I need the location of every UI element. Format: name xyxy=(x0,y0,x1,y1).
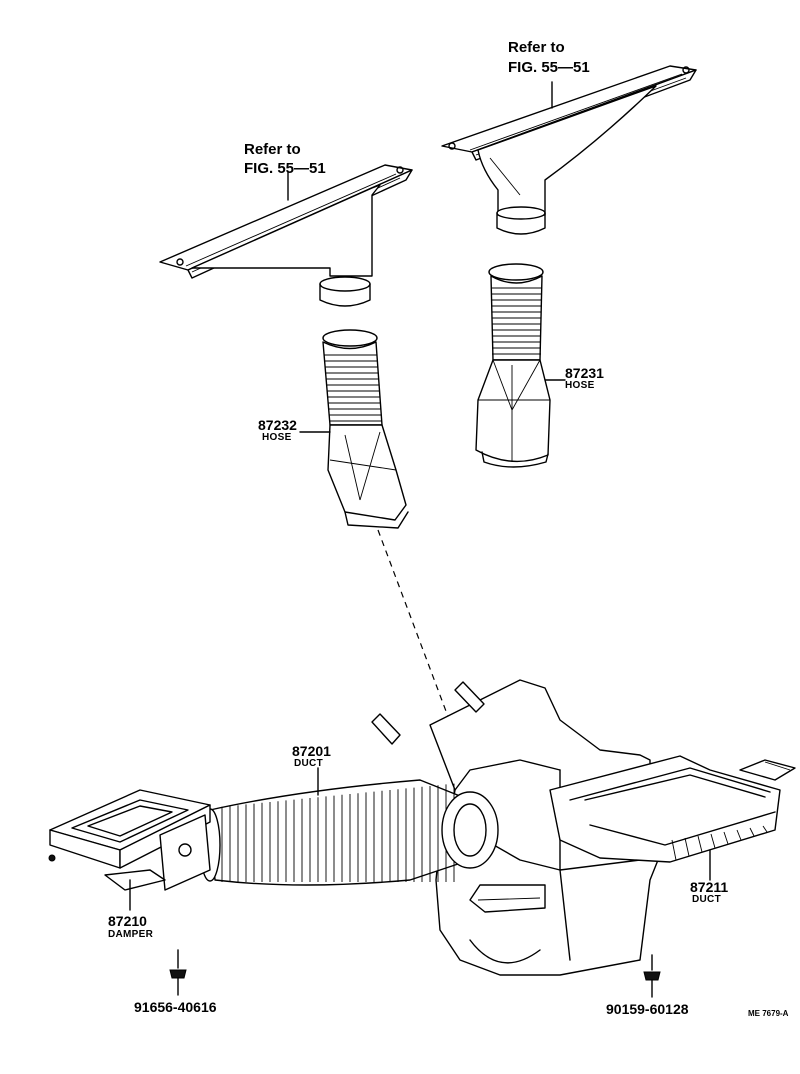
duct-vent-slot xyxy=(749,827,755,837)
damper-87210 xyxy=(48,789,211,891)
bolt-left xyxy=(169,949,187,996)
leader-lines xyxy=(129,81,711,911)
part-87201-number: 87201 xyxy=(292,743,331,759)
duct-vent-slot xyxy=(684,837,690,857)
hose-87232 xyxy=(322,329,409,529)
duct-vent-slot xyxy=(736,829,742,841)
bolt-left-part-number: 91656-40616 xyxy=(134,999,217,1015)
part-87231-number: 87231 xyxy=(565,365,604,381)
defroster-nozzle-right xyxy=(441,65,697,235)
part-87211-name: DUCT xyxy=(692,894,721,905)
duct-vent-slot xyxy=(723,831,729,845)
bolt-right-part-number: 90159-60128 xyxy=(606,1001,689,1017)
ref-label-right-line1: Refer to xyxy=(508,39,565,56)
duct-87201 xyxy=(199,779,499,886)
heater-unit xyxy=(371,679,661,976)
part-87232-number: 87232 xyxy=(258,417,297,433)
defroster-nozzle-left xyxy=(159,164,413,307)
part-87210-number: 87210 xyxy=(108,913,147,929)
part-87231-name: HOSE xyxy=(565,380,595,391)
part-87201-name: DUCT xyxy=(294,758,323,769)
duct-87211 xyxy=(549,755,796,863)
drawing-code: ME 7679-A xyxy=(748,1009,789,1018)
part-87210-name: DAMPER xyxy=(108,929,154,940)
part-87211-number: 87211 xyxy=(690,879,729,895)
bolt-right xyxy=(643,954,661,998)
duct-vent-slot xyxy=(697,835,703,853)
ref-label-left-line2: FIG. 55—51 xyxy=(244,160,326,177)
ref-label-right-line2: FIG. 55—51 xyxy=(508,59,590,76)
hose-87231 xyxy=(475,263,551,468)
ref-label-left-line1: Refer to xyxy=(244,141,301,158)
part-87232-name: HOSE xyxy=(262,432,292,443)
duct-vent-slot xyxy=(671,839,677,861)
duct-vent-slot xyxy=(762,825,768,833)
duct-vent-slot xyxy=(710,833,716,849)
